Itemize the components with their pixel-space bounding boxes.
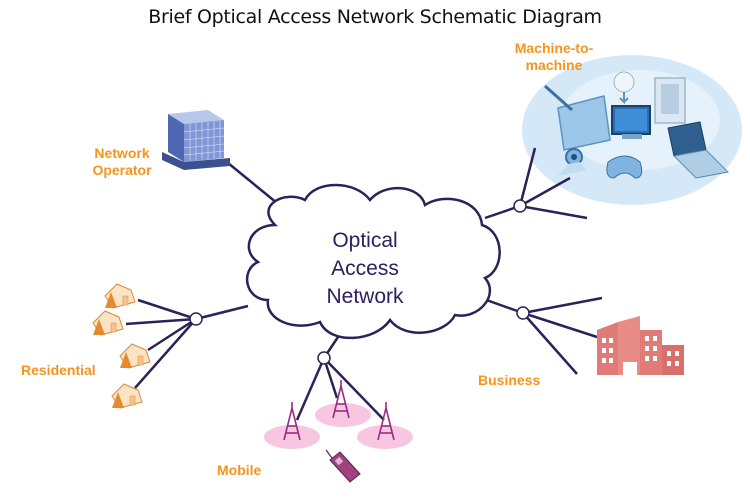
link-house-4 (134, 318, 197, 389)
cloud-label-line: Network (326, 285, 404, 308)
cloud-label-line: Optical (332, 229, 398, 252)
cell-tower-icon (377, 402, 395, 441)
splitter-mobile (317, 351, 331, 365)
house-icon (92, 310, 124, 336)
network-operator-label: Network Operator (80, 145, 164, 179)
link-m2m-2 (519, 176, 571, 208)
link-tower-2 (322, 357, 339, 399)
link-house-2 (125, 317, 197, 326)
m2m-devices-icon (544, 71, 730, 179)
label-line: machine (525, 57, 583, 73)
coverage-zone (357, 425, 413, 449)
splitter-m2m (513, 199, 527, 213)
house-icon (111, 383, 143, 409)
link-residential-trunk (195, 304, 249, 321)
network-operator-building-icon (162, 110, 230, 170)
mobile-phone-icon (325, 449, 361, 483)
link-m2m-1 (518, 147, 537, 207)
cloud-label: Optical Access Network (290, 227, 440, 311)
business-building-icon (597, 316, 684, 375)
business-label: Business (478, 372, 541, 388)
diagram-title: Brief Optical Access Network Schematic D… (148, 6, 602, 28)
mobile-towers (264, 380, 413, 483)
link-business-1 (522, 296, 603, 315)
link-business-2 (522, 311, 598, 339)
link-tower-1 (295, 357, 326, 421)
cloud-label-line: Access (331, 257, 399, 280)
link-house-3 (147, 317, 197, 352)
link-business-3 (522, 312, 578, 375)
cell-tower-icon (332, 380, 350, 419)
coverage-zone (264, 425, 320, 449)
splitter-business (516, 306, 530, 320)
cell-tower-icon (283, 402, 301, 441)
mobile-label: Mobile (217, 462, 262, 478)
coverage-zone (315, 403, 371, 427)
house-icon (104, 283, 136, 309)
house-icon (119, 343, 151, 369)
splitter-residential (189, 312, 203, 326)
label-line: Network (94, 145, 150, 161)
label-line: Operator (92, 162, 152, 178)
label-line: Machine-to- (514, 40, 594, 56)
machine-to-machine-label: Machine-to- machine (508, 40, 600, 74)
residential-label: Residential (21, 362, 96, 378)
cloud-shape (245, 183, 501, 340)
link-tower-3 (323, 357, 385, 421)
residential-houses (92, 283, 151, 409)
link-house-1 (137, 298, 197, 321)
link-m2m-3 (519, 204, 588, 220)
